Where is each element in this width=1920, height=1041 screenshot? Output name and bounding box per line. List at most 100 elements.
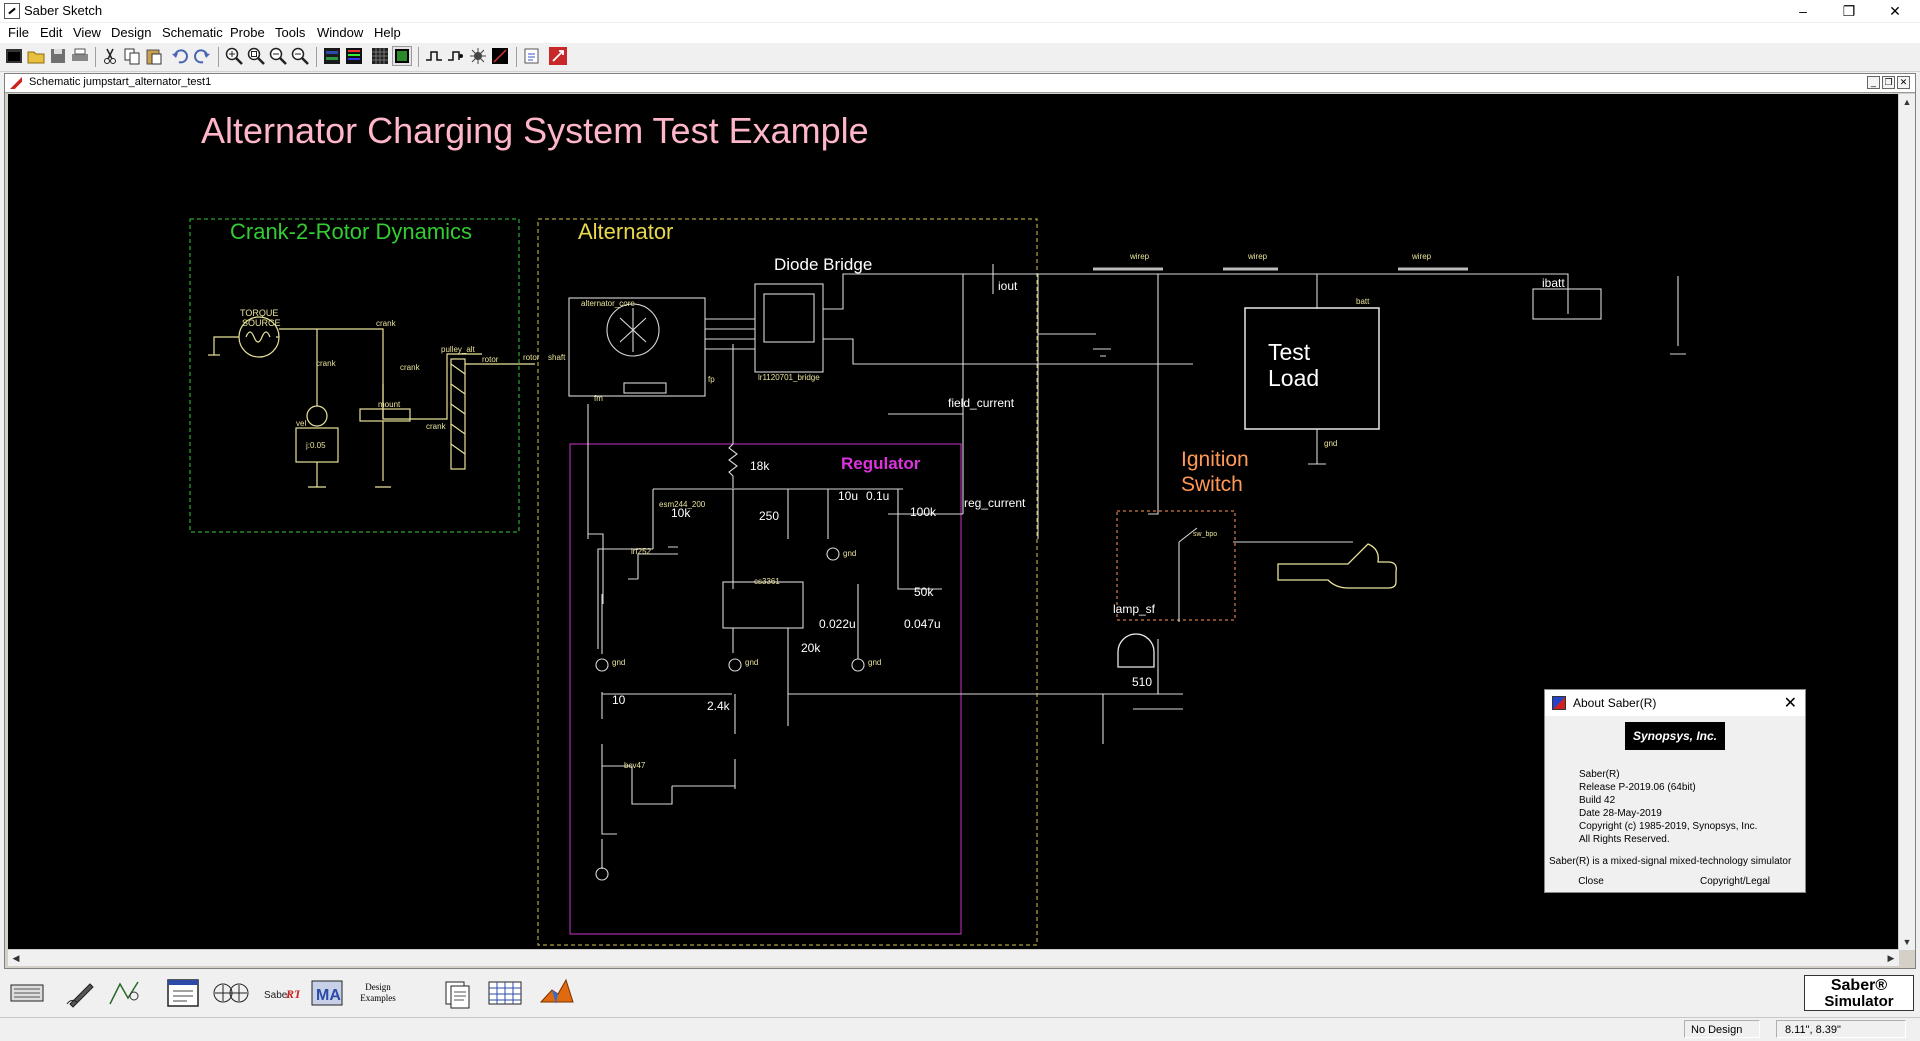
shaft-label: shaft [548,353,566,362]
cap-047u-label: 0.047u [904,617,941,631]
vertical-scrollbar[interactable]: ▲ ▼ [1898,94,1915,950]
alternator-core-box[interactable] [568,297,706,397]
hand-pointer-icon[interactable] [1277,543,1397,589]
main-toolbar [0,43,1920,72]
iout-label: iout [998,279,1018,293]
close-window-button[interactable]: ✕ [1889,3,1901,19]
schematic-window-title: Schematic jumpstart_alternator_test1 [29,76,212,88]
test-load-box[interactable] [1244,307,1380,430]
menu-window[interactable]: Window [317,25,364,40]
open-folder-icon[interactable] [26,46,46,66]
undo-icon[interactable] [170,46,190,66]
about-close-icon[interactable]: ✕ [1783,695,1797,712]
doc-close-button[interactable]: ✕ [1897,76,1910,89]
vel-sensor[interactable] [306,405,328,427]
save-icon[interactable] [48,46,68,66]
menu-file[interactable]: File [8,25,29,40]
menu-view[interactable]: View [73,25,101,40]
bcv47-label: bcv47 [624,761,646,770]
mount-block[interactable] [359,408,411,422]
paste-icon[interactable] [144,46,164,66]
battery-symbol[interactable] [1532,288,1602,320]
copyright-legal-button[interactable]: Copyright/Legal [1699,876,1771,887]
menu-design[interactable]: Design [111,25,152,40]
scroll-up-icon[interactable]: ▲ [1902,97,1912,107]
saber-app-icon [1552,696,1566,710]
grid-icon[interactable] [370,46,390,66]
draw-pen-icon[interactable] [62,976,100,1010]
resistor-10-label: 10 [612,693,626,707]
scroll-right-icon[interactable]: ▶ [1887,953,1895,963]
cap-022u-label: 0.022u [819,617,856,631]
simulate-icon[interactable] [548,46,568,66]
saber-badge-label-1: Saber® [1830,977,1888,994]
crank-net-label: crank [376,319,397,328]
window-title: Saber Sketch [24,3,103,18]
about-line: Copyright (c) 1985-2019, Synopsys, Inc. [1579,821,1758,832]
zoom-area-icon[interactable] [268,46,288,66]
netlist-icon[interactable] [522,46,542,66]
alternator-core-label: alternator_core [581,299,635,308]
menu-tools[interactable]: Tools [275,25,306,40]
spreadsheet-icon[interactable] [486,976,524,1010]
wire-hook-icon[interactable] [446,46,466,66]
minimize-button[interactable]: – [1799,3,1807,19]
restore-button[interactable]: ❐ [1842,3,1856,19]
diode-bridge-box[interactable] [754,283,824,373]
parts-gallery-icon[interactable] [106,976,144,1010]
scroll-left-icon[interactable]: ◀ [12,953,20,963]
model-architect-icon[interactable]: MA [308,976,346,1010]
window-titlebar: Saber Sketch – ❐ ✕ [0,0,1920,22]
about-close-button[interactable]: Close [1578,876,1604,887]
fp-label: fp [708,375,715,384]
diode-bridge-title: Diode Bridge [774,255,872,274]
simulation-icon[interactable] [212,976,250,1010]
cs3361-ic[interactable] [722,581,804,629]
about-line: All Rights Reserved. [1579,834,1670,845]
resistor-250-label: 250 [759,509,779,523]
mount-label: mount [378,400,401,409]
zoom-in-icon[interactable] [224,46,244,66]
about-line: Date 28-May-2019 [1579,808,1662,819]
horizontal-scrollbar[interactable]: ◀ ▶ [8,949,1899,966]
menu-probe[interactable]: Probe [230,25,265,40]
keyboard-icon[interactable] [8,976,46,1010]
crank-net-label-2: crank [316,359,337,368]
alternator-block-frame [537,218,1038,946]
menu-schematic[interactable]: Schematic [162,25,223,40]
gnd-label-4: gnd [843,549,856,558]
resistor-20k-label: 20k [801,641,821,655]
new-schematic-icon[interactable] [4,46,24,66]
menu-help[interactable]: Help [374,25,401,40]
schematic-window-titlebar: Schematic jumpstart_alternator_test1 _ ❐… [5,74,1915,93]
torque-label-2: SOURCE [242,318,281,328]
schematic-window-icon[interactable] [164,976,202,1010]
schematic-icon [10,77,22,89]
about-tagline: Saber(R) is a mixed-signal mixed-technol… [1549,856,1792,867]
copy-icon[interactable] [122,46,142,66]
wire-tool-icon[interactable] [424,46,444,66]
wirep-label-1: wirep [1129,252,1150,261]
scroll-down-icon[interactable]: ▼ [1902,937,1912,947]
reg-current-label: reg_current [964,496,1026,510]
design-examples-button[interactable]: Design Examples [354,976,402,1010]
snap-grid-icon[interactable] [392,46,412,66]
pen-draw-icon[interactable] [490,46,510,66]
probe-icon[interactable] [468,46,488,66]
color-bars-icon[interactable] [344,46,364,66]
print-icon[interactable] [70,46,90,66]
zoom-out-icon[interactable] [290,46,310,66]
zoom-fit-icon[interactable] [246,46,266,66]
redo-icon[interactable] [192,46,212,66]
cut-icon[interactable] [100,46,120,66]
menu-edit[interactable]: Edit [40,25,63,40]
doc-minimize-button[interactable]: _ [1867,76,1880,89]
matlab-icon[interactable] [538,976,576,1010]
documents-icon[interactable] [438,976,476,1010]
crank-net-label-4: crank [426,422,447,431]
layers-icon[interactable] [322,46,342,66]
doc-restore-button[interactable]: ❐ [1882,76,1895,89]
lamp-symbol[interactable] [1117,633,1155,668]
